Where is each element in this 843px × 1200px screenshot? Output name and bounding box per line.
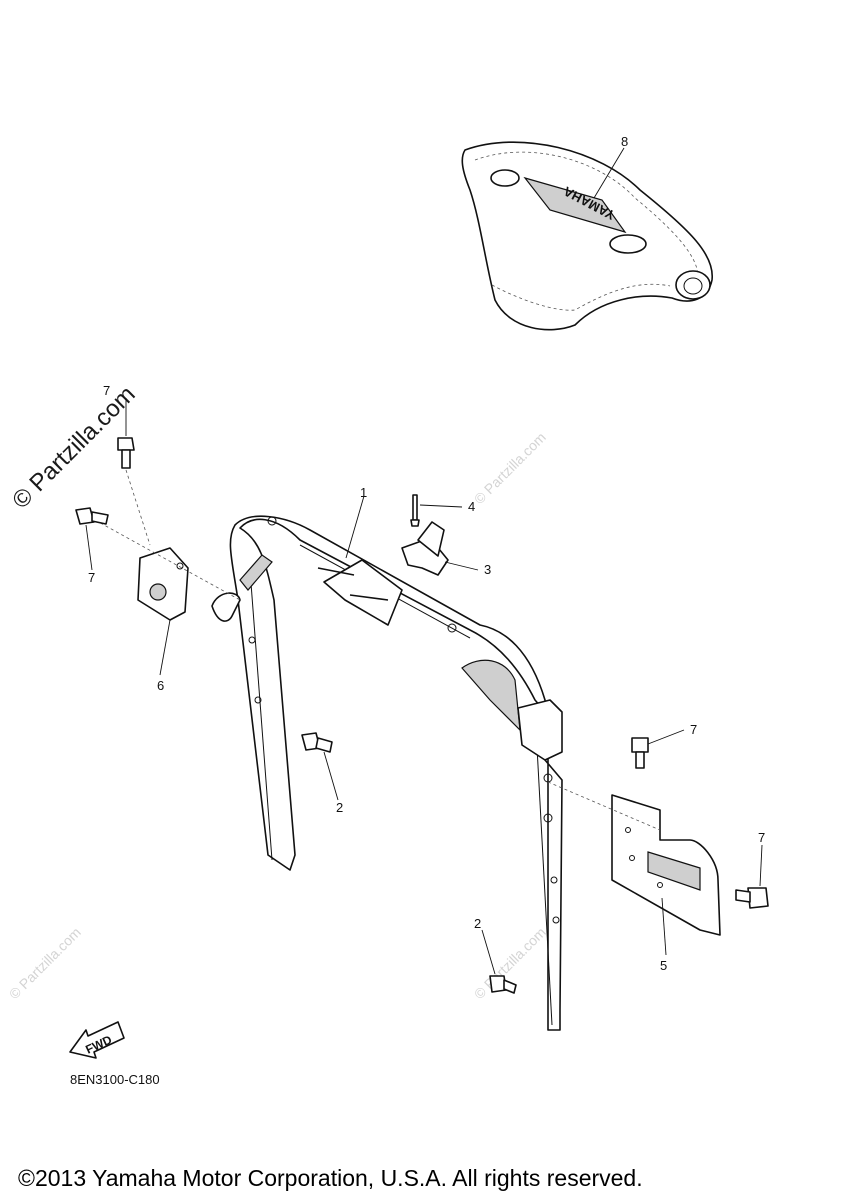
handlebar-cover-part-8: YAMAHA bbox=[461, 141, 713, 331]
copyright-notice: ©2013 Yamaha Motor Corporation, U.S.A. A… bbox=[18, 1165, 643, 1191]
callout-4: 4 bbox=[468, 499, 475, 514]
mount-plate-part-6 bbox=[94, 519, 241, 676]
bolt-part-7-right-top bbox=[631, 729, 685, 769]
bolt-part-7-left bbox=[75, 507, 109, 571]
callout-labels: 8 1 4 3 7 7 6 2 7 7 5 2 bbox=[88, 134, 765, 973]
callout-5: 5 bbox=[660, 958, 667, 973]
bolt-part-2-left bbox=[301, 732, 339, 801]
callout-7-top-left: 7 bbox=[103, 383, 110, 398]
bolt-part-7-right bbox=[735, 844, 769, 909]
callout-1: 1 bbox=[360, 485, 367, 500]
side-plate-part-5 bbox=[547, 781, 721, 956]
callout-2-bottom: 2 bbox=[474, 916, 481, 931]
callout-2-left: 2 bbox=[336, 800, 343, 815]
callout-3: 3 bbox=[484, 562, 491, 577]
watermark-faint-1: © Partzilla.com bbox=[471, 429, 549, 507]
bracket-part-3 bbox=[401, 521, 479, 576]
bolt-part-2-bottom bbox=[481, 929, 517, 994]
callout-6: 6 bbox=[157, 678, 164, 693]
forward-arrow-icon: FWD bbox=[69, 1021, 125, 1059]
diagram-code: 8EN3100-C180 bbox=[70, 1072, 160, 1087]
callout-7-left: 7 bbox=[88, 570, 95, 585]
bolt-part-7-top-left bbox=[117, 398, 151, 546]
callout-8: 8 bbox=[621, 134, 628, 149]
frame-part-1 bbox=[229, 495, 563, 1031]
callout-7-right: 7 bbox=[758, 830, 765, 845]
pin-part-4 bbox=[410, 494, 463, 527]
callout-7-right-top: 7 bbox=[690, 722, 697, 737]
watermark-faint-2: © Partzilla.com bbox=[6, 924, 84, 1002]
